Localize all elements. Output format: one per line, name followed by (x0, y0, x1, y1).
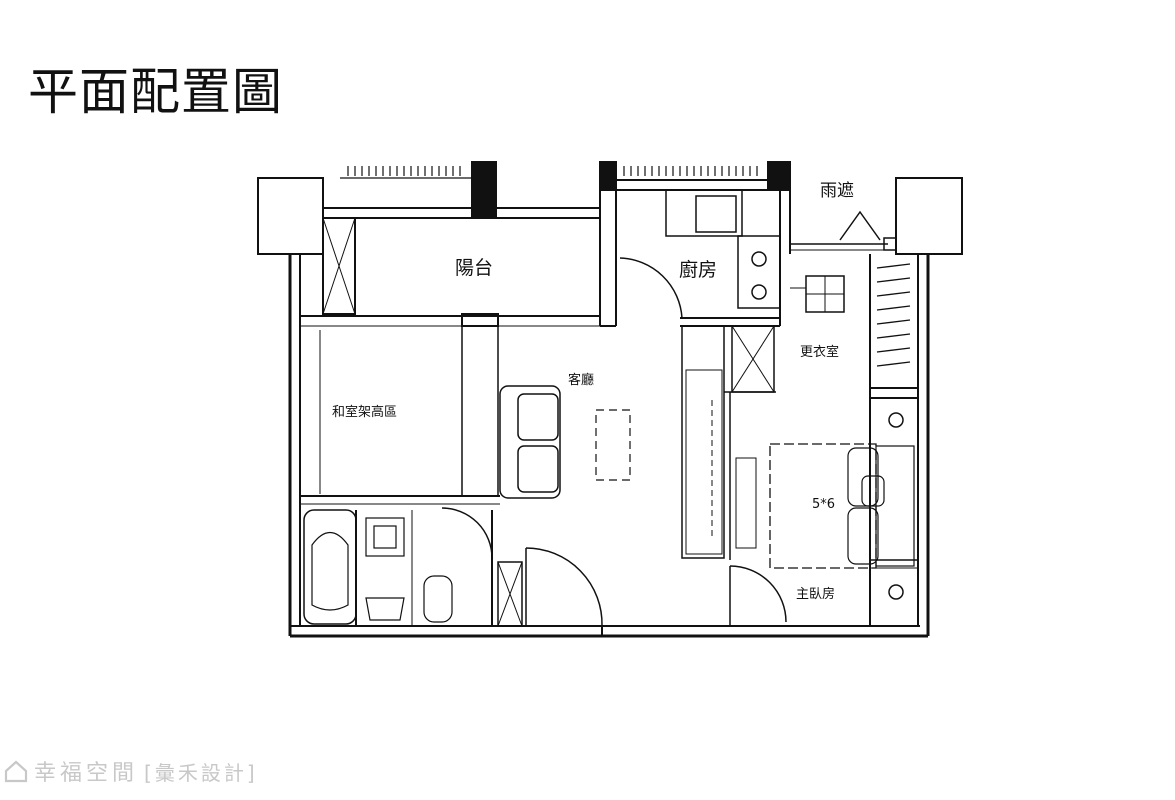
label-closet: 更衣室 (800, 344, 839, 360)
sofa (499, 385, 561, 499)
kitchen-wall-outer (599, 179, 791, 191)
balcony-fin-2 (599, 161, 617, 189)
closet-hangers (876, 263, 911, 367)
label-canopy: 雨遮 (820, 181, 854, 201)
label-bed-size: 5*6 (812, 497, 835, 512)
tv-cabinet (681, 325, 725, 559)
window-grille-left (340, 166, 472, 179)
label-master-bedroom: 主臥房 (796, 586, 835, 602)
coffee-table (595, 409, 631, 481)
label-balcony: 陽台 (455, 257, 493, 279)
watermark-brand: 幸福空間 (34, 761, 139, 786)
label-tatami: 和室架高區 (332, 404, 397, 420)
toilet (423, 575, 453, 623)
stove (737, 235, 781, 309)
label-living: 客廳 (568, 372, 594, 388)
house-logo-icon (4, 760, 28, 783)
balcony-window (322, 217, 356, 315)
column-right (895, 177, 963, 255)
page-title: 平面配置圖 (28, 63, 283, 121)
watermark: 幸福空間 [彙禾設計] (4, 756, 258, 786)
shower-drain (365, 517, 405, 557)
column-left (257, 177, 324, 255)
label-kitchen: 廚房 (679, 258, 717, 281)
kitchen-counter (665, 189, 743, 237)
watermark-designer: [彙禾設計] (144, 760, 258, 785)
kitchen-fin (767, 161, 791, 189)
window-grille-right (623, 166, 758, 176)
balcony-fin-1 (471, 161, 497, 219)
